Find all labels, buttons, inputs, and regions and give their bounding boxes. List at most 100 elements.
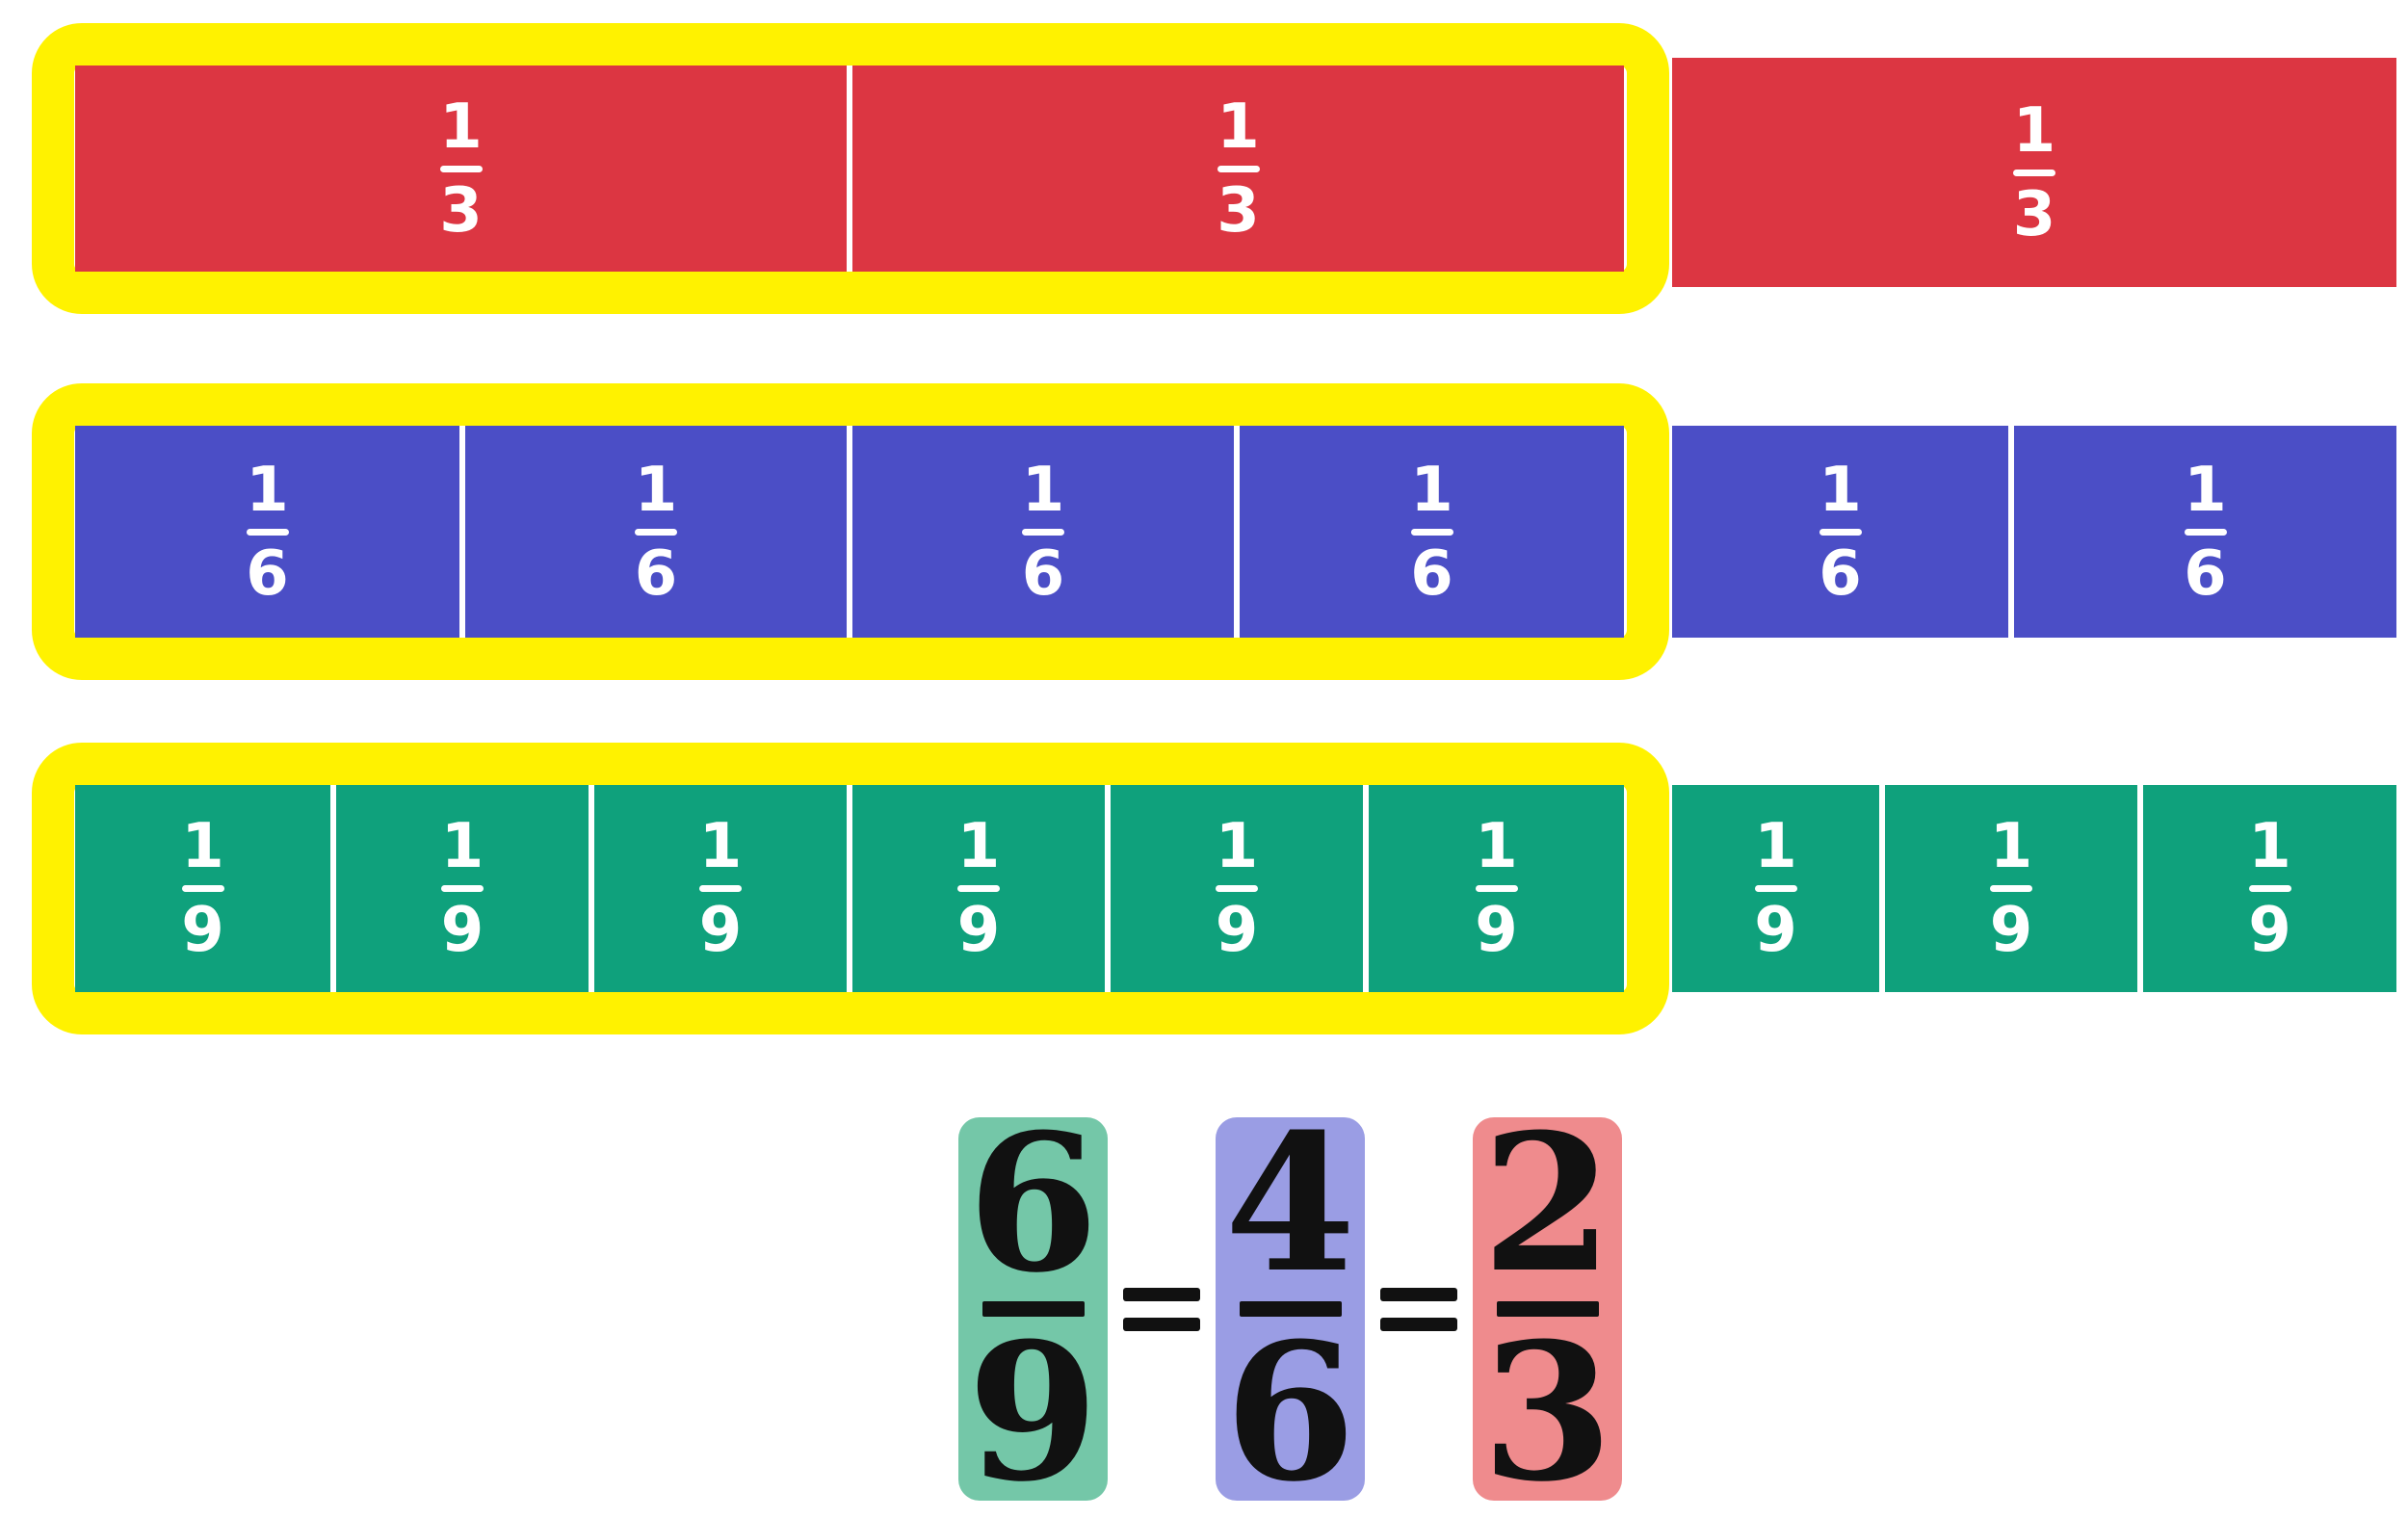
numerator: 1: [1475, 811, 1518, 882]
fraction-bar: [1819, 528, 1862, 536]
numerator: 1: [956, 811, 1001, 882]
equivalent-fractions-equation: 6 9 4 6 2 3: [958, 1093, 1622, 1518]
fraction-bar: [246, 528, 289, 536]
numerator: 6: [967, 1093, 1099, 1316]
fraction-bar: [1475, 885, 1518, 892]
denominator: 9: [1989, 895, 2033, 966]
numerator: 1: [246, 454, 289, 526]
denominator: 6: [1224, 1302, 1356, 1518]
fraction-bar: [439, 165, 483, 172]
denominator: 6: [246, 537, 289, 610]
numerator: 1: [2012, 94, 2056, 167]
numerator: 1: [1819, 454, 1862, 526]
equals-sign: [1123, 1287, 1200, 1331]
fraction-bar: [982, 1301, 1085, 1317]
fraction-bar: [1754, 885, 1797, 892]
fraction-bar: [2248, 885, 2291, 892]
fraction-bar: [2013, 169, 2055, 176]
numerator: 1: [2184, 454, 2227, 526]
numerator: 1: [439, 91, 483, 163]
fraction-pill-two-thirds: 2 3: [1473, 1110, 1622, 1518]
denominator: 6: [1410, 537, 1453, 610]
denominator: 9: [698, 895, 743, 966]
fraction-bar: [1496, 1301, 1599, 1317]
numerator: 1: [1217, 91, 1260, 163]
fraction-bar: [1217, 165, 1260, 172]
numerator: 1: [181, 811, 224, 882]
denominator: 3: [2012, 178, 2056, 250]
numerator: 1: [698, 811, 743, 882]
denominator: 6: [1021, 537, 1065, 610]
denominator: 6: [2184, 537, 2227, 610]
numerator: 1: [440, 811, 484, 882]
fraction-pill-four-sixths: 4 6: [1216, 1093, 1365, 1518]
denominator: 6: [634, 537, 678, 610]
fraction-bar: [1990, 885, 2032, 892]
numerator: 1: [2248, 811, 2291, 882]
fraction-bar: [1410, 528, 1453, 536]
fraction-bar: [957, 885, 1000, 892]
denominator: 9: [1754, 895, 1797, 966]
fraction-pill-six-ninths: 6 9: [958, 1093, 1108, 1518]
fraction-bar: [181, 885, 224, 892]
denominator: 9: [967, 1302, 1099, 1518]
equals-sign: [1380, 1287, 1457, 1331]
denominator: 9: [956, 895, 1001, 966]
numerator: 1: [634, 454, 678, 526]
denominator: 3: [1217, 174, 1260, 247]
denominator: 9: [2248, 895, 2291, 966]
numerator: 1: [1754, 811, 1797, 882]
denominator: 9: [181, 895, 224, 966]
numerator: 1: [1989, 811, 2033, 882]
highlight-outline: [32, 23, 1669, 314]
denominator: 9: [1475, 895, 1518, 966]
fraction-bar: [1239, 1301, 1342, 1317]
denominator: 6: [1819, 537, 1862, 610]
fraction-bar: [2184, 528, 2227, 536]
numerator: 1: [1021, 454, 1065, 526]
numerator: 1: [1410, 454, 1453, 526]
highlight-outline: [32, 383, 1669, 680]
numerator: 1: [1215, 811, 1259, 882]
fraction-bar: [1216, 885, 1258, 892]
denominator: 3: [1481, 1302, 1613, 1518]
denominator: 9: [1215, 895, 1259, 966]
fraction-bar: [635, 528, 677, 536]
fraction-bar: [1022, 528, 1064, 536]
numerator: 4: [1224, 1093, 1356, 1316]
denominator: 3: [439, 174, 483, 247]
fraction-bar: [699, 885, 742, 892]
